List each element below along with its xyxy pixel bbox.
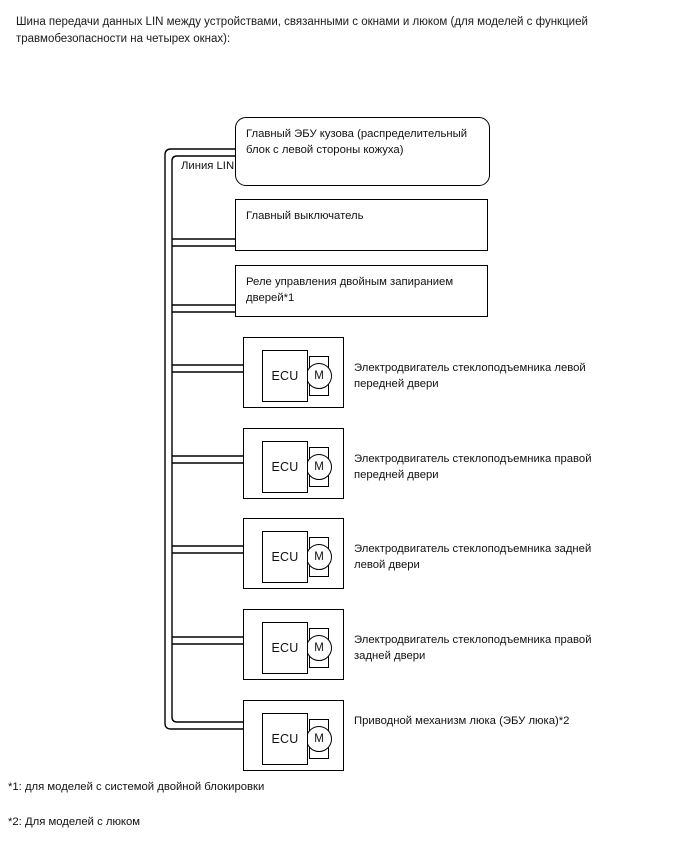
label-front-right-window-motor: Электродвигатель стеклоподъемника правой…	[354, 453, 592, 481]
footnote-2: *2: Для моделей с люком	[8, 816, 141, 828]
bus-line-label: Линия LIN	[179, 159, 237, 173]
motor-circle-icon: M	[306, 454, 332, 480]
ecu-box: ECU	[262, 531, 308, 583]
motor-circle-icon: M	[306, 363, 332, 389]
motor-circle-icon: M	[306, 726, 332, 752]
motor-symbol: M	[306, 537, 332, 577]
motor-symbol: M	[306, 628, 332, 668]
lin-bus-branches	[172, 238, 244, 645]
lin-bus-trunk	[164, 148, 244, 730]
node-front-left-window-motor[interactable]: ECU M	[243, 337, 344, 408]
label-moon-roof-drive: Приводной механизм люка (ЭБУ люка)*2	[354, 715, 570, 727]
footnote-1: *1: для моделей с системой двойной блоки…	[8, 781, 265, 793]
label-front-left-window-motor: Электродвигатель стеклоподъемника левой …	[354, 362, 586, 390]
motor-circle-icon: M	[306, 635, 332, 661]
ecu-box: ECU	[262, 713, 308, 765]
node-double-lock-relay-label: Реле управления двойным запиранием двере…	[246, 276, 454, 304]
motor-circle-icon: M	[306, 544, 332, 570]
node-double-lock-relay[interactable]: Реле управления двойным запиранием двере…	[235, 265, 488, 317]
node-main-switch-label: Главный выключатель	[246, 210, 364, 222]
node-moon-roof-drive[interactable]: ECU M	[243, 700, 344, 771]
node-body-ecu[interactable]: Главный ЭБУ кузова (распределительный бл…	[235, 117, 490, 186]
ecu-box: ECU	[262, 441, 308, 493]
node-front-right-window-motor[interactable]: ECU M	[243, 428, 344, 499]
node-rear-right-window-motor[interactable]: ECU M	[243, 609, 344, 680]
ecu-box: ECU	[262, 622, 308, 674]
node-main-switch[interactable]: Главный выключатель	[235, 199, 488, 251]
ecu-box: ECU	[262, 350, 308, 402]
label-rear-left-window-motor: Электродвигатель стеклоподъемника задней…	[354, 543, 592, 571]
motor-symbol: M	[306, 447, 332, 487]
motor-symbol: M	[306, 719, 332, 759]
intro-paragraph: Шина передачи данных LIN между устройств…	[16, 16, 588, 45]
node-body-ecu-label: Главный ЭБУ кузова (распределительный бл…	[246, 128, 468, 156]
node-rear-left-window-motor[interactable]: ECU M	[243, 518, 344, 589]
label-rear-right-window-motor: Электродвигатель стеклоподъемника правой…	[354, 634, 592, 662]
motor-symbol: M	[306, 356, 332, 396]
